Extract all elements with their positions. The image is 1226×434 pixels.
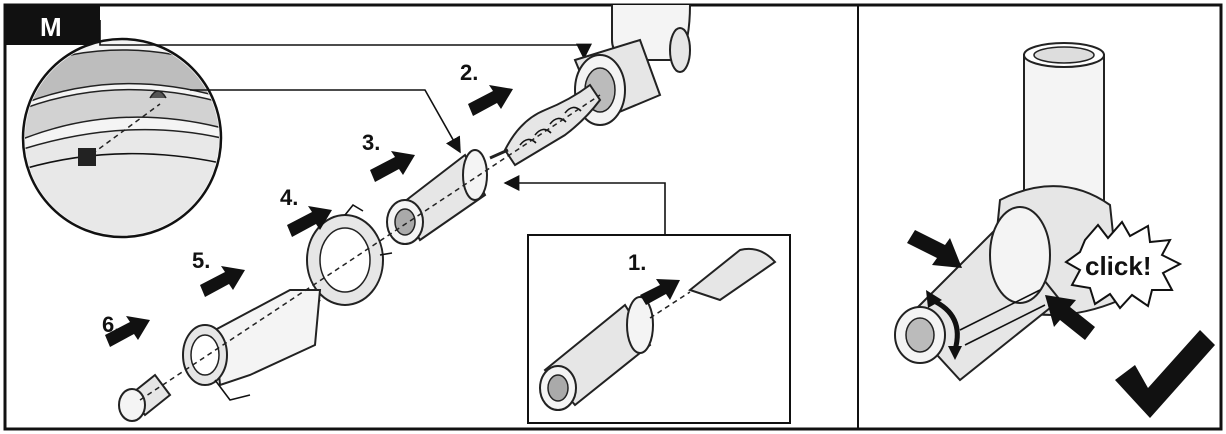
ring-nut bbox=[306, 203, 393, 311]
press-arrow-icon bbox=[907, 230, 1095, 340]
rotate-arrow-head bbox=[926, 290, 942, 308]
auger bbox=[489, 83, 602, 167]
step-1-label: 1. bbox=[628, 250, 646, 275]
panel-tag: M bbox=[5, 5, 100, 45]
zoom-detail bbox=[21, 37, 223, 239]
arrow-icon bbox=[105, 85, 680, 347]
rotate-arrow-icon bbox=[930, 297, 960, 351]
checkmark-icon bbox=[1115, 330, 1215, 418]
cone-part bbox=[386, 149, 488, 245]
click-burst: click! bbox=[1064, 220, 1183, 310]
assembled-unit bbox=[894, 42, 1122, 382]
rotate-arrow-tail bbox=[948, 346, 962, 360]
step-6-label: 6. bbox=[102, 312, 120, 337]
leader-line-top bbox=[99, 20, 592, 60]
step-2-label: 2. bbox=[460, 60, 478, 85]
step-5-label: 5. bbox=[192, 248, 210, 273]
tray bbox=[182, 289, 322, 401]
leader-line-mid bbox=[190, 89, 461, 154]
click-label: click! bbox=[1085, 251, 1152, 281]
step-3-label: 3. bbox=[362, 130, 380, 155]
inset-detail bbox=[503, 175, 791, 424]
alignment-axis bbox=[139, 94, 601, 401]
panel-tag-label: M bbox=[40, 12, 62, 42]
step-4-label: 4. bbox=[280, 185, 298, 210]
nozzle bbox=[118, 373, 172, 422]
